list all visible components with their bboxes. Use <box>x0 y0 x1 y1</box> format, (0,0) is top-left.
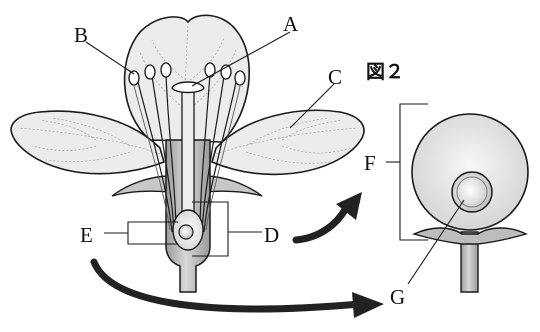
figure-label: 図２ <box>366 61 404 83</box>
label-a: A <box>283 12 299 36</box>
arrow-e-head <box>352 292 384 318</box>
style <box>182 92 194 214</box>
label-e: E <box>80 223 93 247</box>
arrows <box>94 192 384 318</box>
flower-cross-section <box>11 15 364 292</box>
ovary-detail <box>412 114 528 292</box>
arrow-e-to-g <box>94 262 360 309</box>
detail-ovule <box>452 172 492 212</box>
label-c: C <box>328 65 342 89</box>
label-d: D <box>264 223 279 247</box>
label-b: B <box>74 23 88 47</box>
stigma <box>172 82 204 93</box>
label-g: G <box>390 285 405 309</box>
ovule <box>179 225 193 239</box>
label-f: F <box>364 151 376 175</box>
arrow-d-to-detail <box>296 208 346 240</box>
